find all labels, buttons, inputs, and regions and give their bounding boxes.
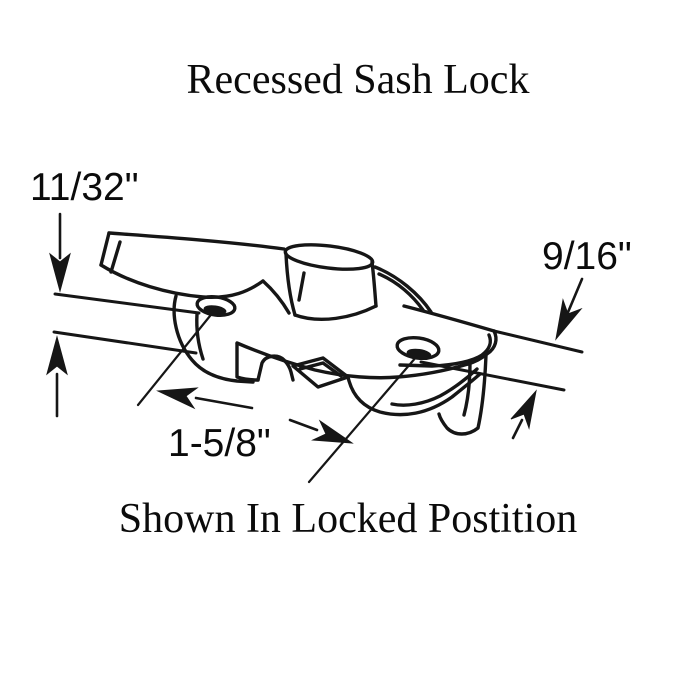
dimension-annotations <box>46 212 584 484</box>
notch-seam <box>235 342 260 382</box>
hub-mark-line <box>297 271 306 302</box>
page-title: Recessed Sash Lock <box>187 57 530 103</box>
lever-handle <box>99 231 291 315</box>
hub-bottom-edge <box>293 304 378 321</box>
screw-hole-left-ring <box>195 295 237 317</box>
dim-arrow-11-32-down <box>49 212 71 293</box>
keeper-arc-outer <box>373 265 433 314</box>
arrowhead-left <box>156 387 199 410</box>
hub-left-side <box>284 252 297 317</box>
screw-hole-right-shadow <box>406 348 432 360</box>
dim-label-9-16: 9/16" <box>542 235 632 278</box>
arrowhead-right <box>311 419 354 444</box>
sash-line-lower-left <box>52 330 198 355</box>
screw-hole-right <box>395 335 441 361</box>
plate-front-edge <box>235 341 470 380</box>
leader-line-right-hole <box>307 354 419 484</box>
hub-top-ellipse <box>283 243 375 271</box>
dim-line <box>511 418 524 440</box>
dim-1-5-8-group <box>136 309 419 484</box>
underside-details <box>235 342 488 436</box>
keeper-arc-inner <box>377 272 425 312</box>
latch-bump-tab <box>256 354 295 382</box>
lever-bottom-edge <box>99 263 265 300</box>
dim-arrow-left-up <box>46 335 68 418</box>
keeper-rim-arcs <box>373 265 433 314</box>
plate-rim-inner-line <box>398 333 492 368</box>
caption: Shown In Locked Postition <box>119 496 578 542</box>
dim-line-left <box>194 396 254 410</box>
lever-tip-face <box>99 231 111 267</box>
dim-arrow-right-up <box>510 389 537 440</box>
lever-neck-edge <box>261 279 291 315</box>
screw-hole-left <box>195 295 237 317</box>
plate-back-edge <box>402 304 496 333</box>
hub-right-side <box>370 260 378 308</box>
dim-label-11-32: 11/32" <box>30 166 139 209</box>
keeper-plate-inner-line <box>298 361 343 378</box>
arrowhead-up <box>46 335 68 376</box>
right-wall-inner <box>462 361 472 417</box>
sash-line-upper-right <box>492 329 584 354</box>
dim-arrow-9-16 <box>555 277 584 341</box>
arrowhead-down-left <box>555 298 583 341</box>
plate-left-lobe-inner <box>195 312 205 361</box>
arrowhead-down <box>49 252 71 293</box>
arrowhead-up-right <box>510 389 537 430</box>
lever-tip-facet-line <box>109 240 122 274</box>
foot-inner-curve <box>390 367 479 407</box>
dim-line-right <box>288 418 319 432</box>
leader-line-left-hole <box>136 309 216 407</box>
dim-line <box>564 277 584 319</box>
sash-lock-drawing <box>99 231 498 436</box>
lever-top-edge <box>107 231 286 251</box>
sash-rail-lines <box>52 292 584 392</box>
right-wall-outer <box>437 353 488 436</box>
dim-label-1-5-8: 1-5/8" <box>168 422 271 465</box>
pivot-hub <box>283 243 378 321</box>
plate-left-lobe-outer <box>172 294 255 384</box>
foot-outer-curve <box>346 372 482 417</box>
screw-hole-left-shadow <box>203 305 227 315</box>
